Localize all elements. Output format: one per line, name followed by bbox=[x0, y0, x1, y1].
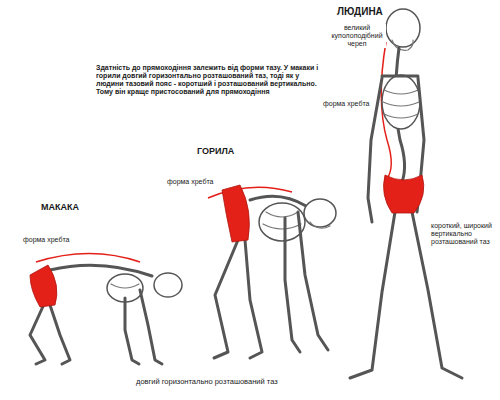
macaque-arm bbox=[140, 290, 162, 364]
pelvis-label: довгий горизонтально розташований таз bbox=[135, 378, 279, 387]
spine-label: форма хребта bbox=[22, 236, 70, 244]
spine-label: форма хребта bbox=[166, 178, 214, 186]
pelvis-label: короткий, широкий вертикально розташован… bbox=[430, 222, 496, 246]
macaque-leg bbox=[30, 302, 45, 364]
human-skull bbox=[386, 9, 420, 47]
gorilla-arm bbox=[298, 212, 328, 350]
gorilla-leg bbox=[245, 240, 262, 358]
spine-label: форма хребта bbox=[322, 100, 370, 108]
human-pelvis bbox=[384, 175, 424, 213]
macaque-ribs bbox=[111, 284, 139, 288]
gorilla-leg bbox=[214, 240, 238, 358]
human-jaw bbox=[392, 40, 413, 50]
human-ribcage bbox=[382, 75, 420, 129]
species-name: ГОРИЛА bbox=[196, 146, 235, 156]
macaque-leg bbox=[50, 305, 70, 364]
macaque-arm bbox=[125, 298, 139, 364]
human-ribs bbox=[383, 90, 419, 118]
explanation-note: Здатність до прямоходіння залежить від ф… bbox=[95, 64, 329, 96]
species-name: МАКАКА bbox=[40, 202, 80, 212]
spine-curve bbox=[36, 254, 140, 263]
macaque-pelvis bbox=[30, 265, 57, 307]
skull-note: великий куполоподібний череп bbox=[328, 24, 386, 48]
gorilla-arm bbox=[285, 218, 300, 352]
gorilla-jaw bbox=[310, 222, 330, 228]
human-leg bbox=[350, 212, 395, 378]
gorilla-ribs bbox=[263, 212, 301, 229]
macaque-spine bbox=[50, 265, 152, 276]
gorilla-pelvis bbox=[222, 185, 249, 242]
macaque-skull bbox=[154, 273, 182, 297]
human-shoulders bbox=[382, 75, 418, 78]
gorilla-skull bbox=[304, 199, 336, 227]
species-name: ЛЮДИНА bbox=[336, 6, 384, 18]
